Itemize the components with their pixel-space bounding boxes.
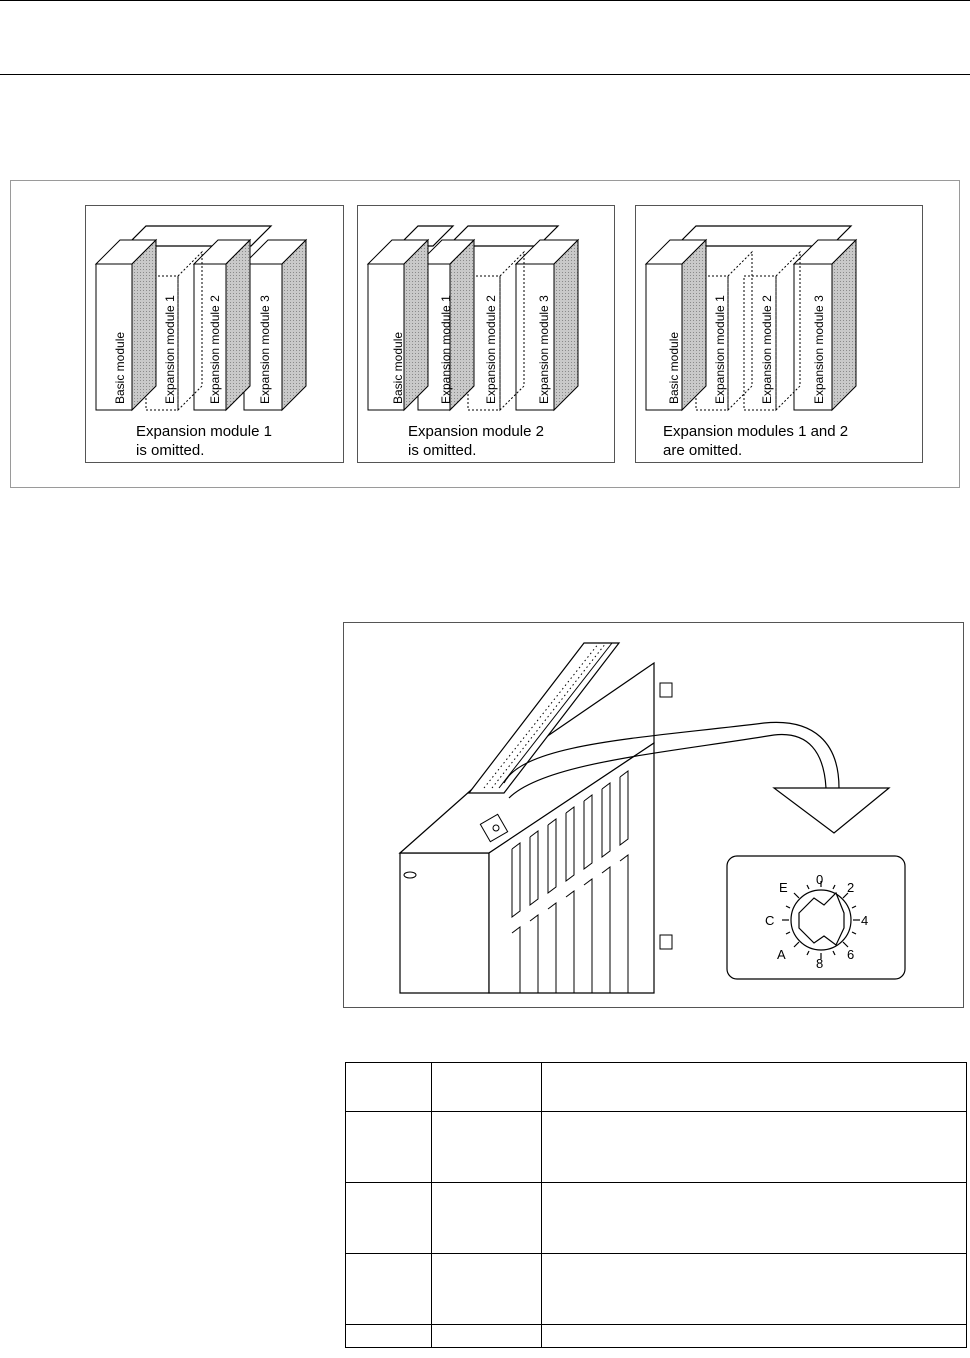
top-border [0,0,970,1]
label-expansion-module-2: Expansion module 2 [208,295,222,404]
panel-caption: Expansion module 2 is omitted. [408,423,544,459]
panel-caption: Expansion modules 1 and 2 are omitted. [663,423,849,459]
switch-setting-table [345,1062,967,1348]
table-cell [431,1324,542,1348]
panel-caption: Expansion module 1 is omitted. [136,423,272,459]
dial-label-2: 2 [847,880,855,895]
label-expansion-module-1: Expansion module 1 [439,295,453,404]
label-basic-module: Basic module [113,331,127,404]
header-rule [0,74,970,75]
table-row [345,1111,967,1183]
label-expansion-module-2: Expansion module 2 [484,295,498,404]
dial-label-0: 0 [816,872,824,887]
table-row [345,1324,967,1348]
module-unit-drawing [398,642,906,994]
table-cell [345,1182,432,1254]
label-basic-module: Basic module [667,331,681,404]
table-cell [431,1253,542,1325]
label-expansion-module-3: Expansion module 3 [258,295,272,404]
rotary-switch-figure: E 0 2 C 4 A 8 6 [343,622,964,1008]
table-cell [345,1111,432,1183]
panel-module1-omitted: Basic module Expansion module 1 Expansio… [85,205,344,463]
table-cell [541,1111,967,1183]
table-cell [345,1253,432,1325]
dial-label-c: C [765,913,775,928]
table-cell [541,1324,967,1348]
label-expansion-module-1: Expansion module 1 [713,295,727,404]
table-cell [431,1062,542,1112]
dial-label-6: 6 [847,947,855,962]
table-cell [541,1182,967,1254]
table-row [345,1253,967,1325]
table-cell [431,1182,542,1254]
table-cell [345,1062,432,1112]
table-cell [541,1253,967,1325]
label-expansion-module-2: Expansion module 2 [760,295,774,404]
dial-label-4: 4 [861,913,869,928]
table-cell [345,1324,432,1348]
module-drawing [644,225,858,412]
label-expansion-module-3: Expansion module 3 [812,295,826,404]
panel-modules-1-2-omitted: Basic module Expansion module 1 Expansio… [635,205,923,463]
table-cell [541,1062,967,1112]
table-cell [431,1111,542,1183]
dial-label-8: 8 [816,956,824,971]
module-drawing [94,225,308,412]
label-expansion-module-1: Expansion module 1 [163,295,177,404]
module-drawing [366,225,580,412]
table-header-row [345,1062,967,1112]
dial-label-a: A [777,947,786,962]
table-row [345,1182,967,1254]
label-basic-module: Basic module [391,331,405,404]
label-expansion-module-3: Expansion module 3 [537,295,551,404]
panel-module2-omitted: Basic module Expansion module 1 Expansio… [357,205,615,463]
dial-label-e: E [779,880,788,895]
module-figure-frame [10,180,960,488]
